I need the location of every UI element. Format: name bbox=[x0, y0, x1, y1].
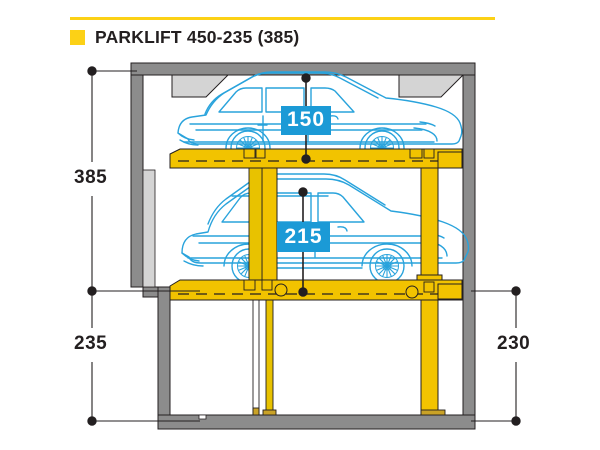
yellow-square-bullet-icon bbox=[70, 29, 85, 45]
clearance-badge-upper: 150 bbox=[281, 106, 331, 135]
lower-platform bbox=[169, 279, 463, 301]
dimension-label-pit-depth: 235 bbox=[74, 333, 108, 354]
clearance-badge-lower: 215 bbox=[277, 222, 330, 252]
ceiling-gussets bbox=[171, 74, 465, 98]
page-header: PARKLIFT 450-235 (385) bbox=[70, 24, 299, 50]
lift-column-centre bbox=[248, 151, 278, 293]
upper-platform bbox=[169, 148, 463, 169]
dimension-label-upper-total-height: 385 bbox=[74, 167, 108, 188]
page-title: PARKLIFT 450-235 (385) bbox=[95, 26, 300, 47]
dimension-label-driveway-height: 230 bbox=[497, 333, 531, 354]
header-divider-rule bbox=[70, 17, 495, 20]
hydraulic-cylinders bbox=[252, 289, 277, 416]
concrete-structure bbox=[130, 62, 476, 430]
left-wall-inner-panel bbox=[142, 169, 156, 288]
dimension-lines bbox=[87, 66, 521, 426]
